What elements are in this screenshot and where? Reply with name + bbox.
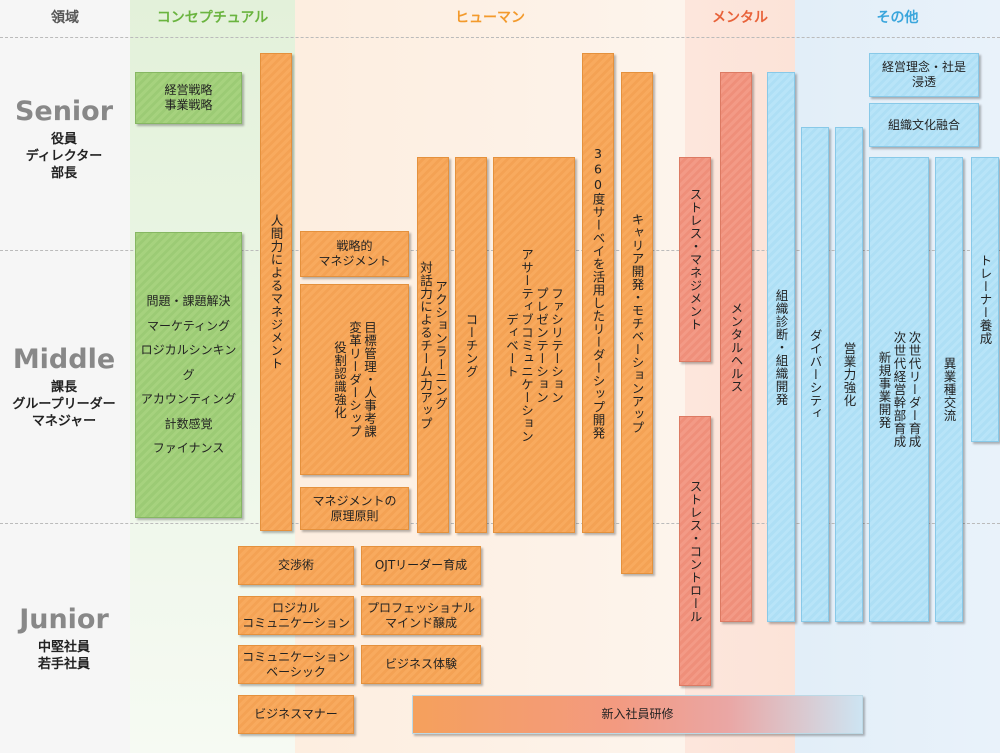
level-senior: Senior 役員 ディレクター 部長 [0, 95, 128, 182]
header-domain: 領域 [51, 10, 79, 26]
program-career: キャリア開発・モチベーションアップ [621, 72, 653, 574]
program-diversity: ダイバーシティ [801, 127, 829, 622]
program-strategy: 経営戦略 事業戦略 [135, 72, 242, 124]
header-mental: メンタル [712, 10, 768, 26]
program-philosophy: 経営理念・社是 浸透 [869, 53, 979, 97]
separator-header [0, 37, 1000, 38]
program-problem-solving: 問題・課題解決 マーケティング ロジカルシンキング アカウンティング 計数感覚 … [135, 232, 242, 518]
program-business-experience: ビジネス体験 [361, 645, 481, 684]
header-other: その他 [876, 10, 919, 26]
program-trainer: トレーナー養成 [971, 157, 999, 442]
program-ojt-leader: OJTリーダー育成 [361, 546, 481, 585]
program-360-survey: 360度サーベイを活用したリーダーシップ開発 [582, 53, 614, 533]
level-middle-roles: 課長 グループリーダー マネジャー [12, 380, 116, 429]
program-mental-health: メンタルヘルス [720, 72, 752, 622]
program-next-generation: 次世代リーダー育成 次世代経営幹部育成 新規事業開発 [869, 157, 929, 622]
program-facilitation: ファシリテーション プレゼンテーション アサーティブコミュニケーション ディベー… [493, 157, 575, 533]
program-coaching: コーチング [455, 157, 487, 533]
header-conceptual: コンセプチュアル [156, 10, 269, 26]
program-org-diagnosis: 組織診断・組織開発 [767, 72, 795, 622]
level-senior-roles: 役員 ディレクター 部長 [25, 132, 103, 181]
program-negotiation: 交渉術 [238, 546, 354, 585]
program-strategic-management: 戦略的 マネジメント [300, 231, 409, 277]
level-junior-title: Junior [19, 604, 109, 635]
program-culture: 組織文化融合 [869, 103, 979, 147]
level-senior-title: Senior [14, 96, 114, 127]
header-human: ヒューマン [455, 10, 525, 26]
level-junior-roles: 中堅社員 若手社員 [37, 640, 90, 672]
program-human-management: 人間力によるマネジメント [260, 53, 292, 531]
program-stress-control: ストレス・コントロール [679, 416, 711, 686]
level-middle: Middle 課長 グループリーダー マネジャー [0, 343, 128, 430]
program-business-manners: ビジネスマナー [238, 695, 354, 734]
program-action-learning: アクションラーニング 対話力によるチーム力アップ [417, 157, 449, 533]
program-objectives: 目標管理・人事考課 変革リーダーシップ 役割認識強化 [300, 284, 409, 475]
level-middle-title: Middle [12, 344, 116, 375]
program-sales: 営業力強化 [835, 127, 863, 622]
program-communication-basic: コミュニケーション ベーシック [238, 645, 354, 684]
program-logical-communication: ロジカル コミュニケーション [238, 596, 354, 635]
level-junior: Junior 中堅社員 若手社員 [0, 603, 128, 673]
level-column-bg [0, 0, 130, 753]
program-professional-mind: プロフェッショナル マインド醸成 [361, 596, 481, 635]
program-cross-industry: 異業種交流 [935, 157, 963, 622]
program-newcomer-training: 新入社員研修 [412, 695, 863, 734]
program-management-principles: マネジメントの 原理原則 [300, 487, 409, 530]
program-stress-management: ストレス・マネジメント [679, 157, 711, 362]
